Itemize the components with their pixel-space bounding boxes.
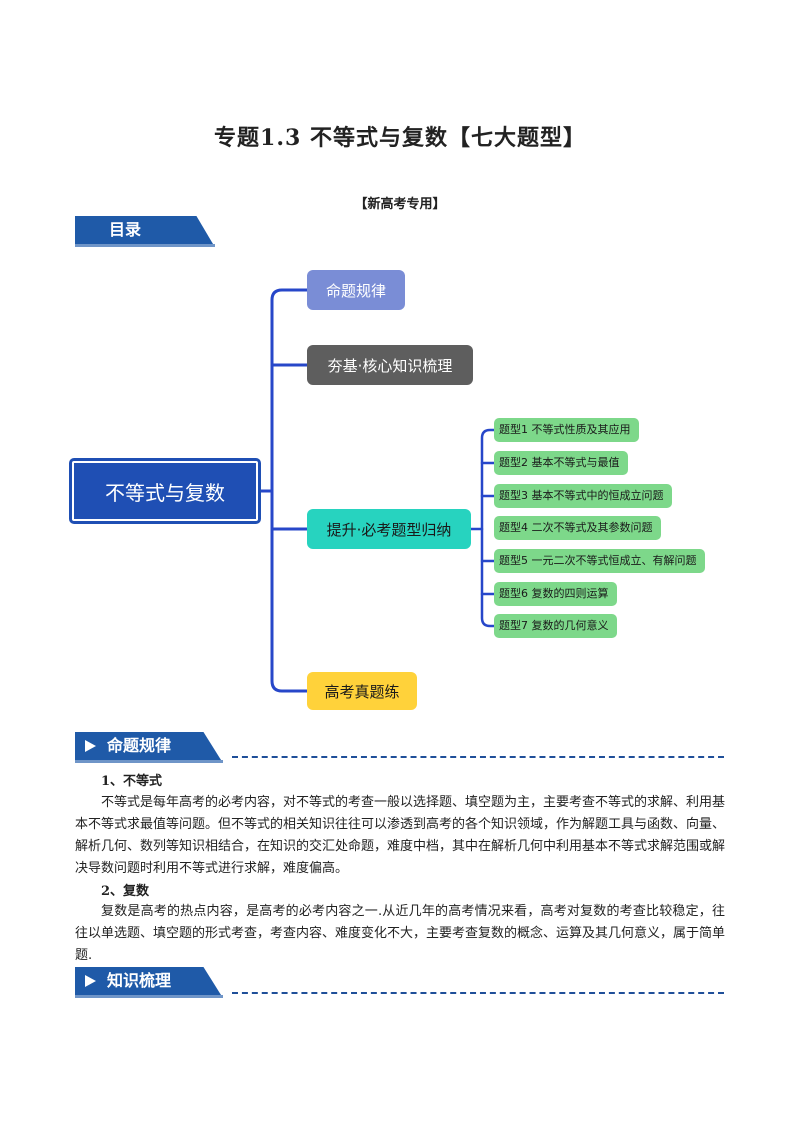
section-heading-inequality: 1、不等式 xyxy=(101,774,163,789)
document-title: 专题1.3 不等式与复数【七大题型】 xyxy=(214,125,586,151)
rules-banner-label: 命题规律 xyxy=(107,736,172,755)
mindmap-branch-knowledge[interactable]: 夯基·核心知识梳理 xyxy=(307,345,473,385)
knowledge-banner: 知识梳理 xyxy=(75,967,223,998)
knowledge-banner-label: 知识梳理 xyxy=(107,971,172,990)
mindmap-root: 不等式与复数 xyxy=(69,458,261,524)
toc-banner: 目录 xyxy=(75,216,215,247)
mindmap-leaf-type2[interactable]: 题型2 基本不等式与最值 xyxy=(494,451,628,475)
mindmap-leaf-type7[interactable]: 题型7 复数的几何意义 xyxy=(494,614,617,638)
mindmap-branch-rules[interactable]: 命题规律 xyxy=(307,270,405,310)
section-text-complex: 复数是高考的热点内容，是高考的必考内容之一.从近几年的高考情况来看，高考对复数的… xyxy=(75,904,726,963)
mindmap-leaf-type1[interactable]: 题型1 不等式性质及其应用 xyxy=(494,418,639,442)
rules-banner: 命题规律 xyxy=(75,732,223,763)
section-divider-knowledge xyxy=(232,992,724,994)
mindmap-leaf-type5[interactable]: 题型5 一元二次不等式恒成立、有解问题 xyxy=(494,549,705,573)
mindmap-leaf-type3[interactable]: 题型3 基本不等式中的恒成立问题 xyxy=(494,484,672,508)
play-arrow-icon xyxy=(85,975,96,987)
section-divider-rules xyxy=(232,756,724,758)
section-text-inequality: 不等式是每年高考的必考内容，对不等式的考查一般以选择题、填空题为主，主要考查不等… xyxy=(75,795,726,876)
section-heading-complex: 2、复数 xyxy=(101,884,150,899)
mindmap-leaf-type6[interactable]: 题型6 复数的四则运算 xyxy=(494,582,617,606)
mindmap-leaf-type4[interactable]: 题型4 二次不等式及其参数问题 xyxy=(494,516,661,540)
play-arrow-icon xyxy=(85,740,96,752)
document-subtitle: 【新高考专用】 xyxy=(354,197,446,212)
mindmap-branch-exam-practice[interactable]: 高考真题练 xyxy=(307,672,417,710)
mindmap-branch-question-types[interactable]: 提升·必考题型归纳 xyxy=(307,509,471,549)
toc-banner-label: 目录 xyxy=(109,220,142,239)
